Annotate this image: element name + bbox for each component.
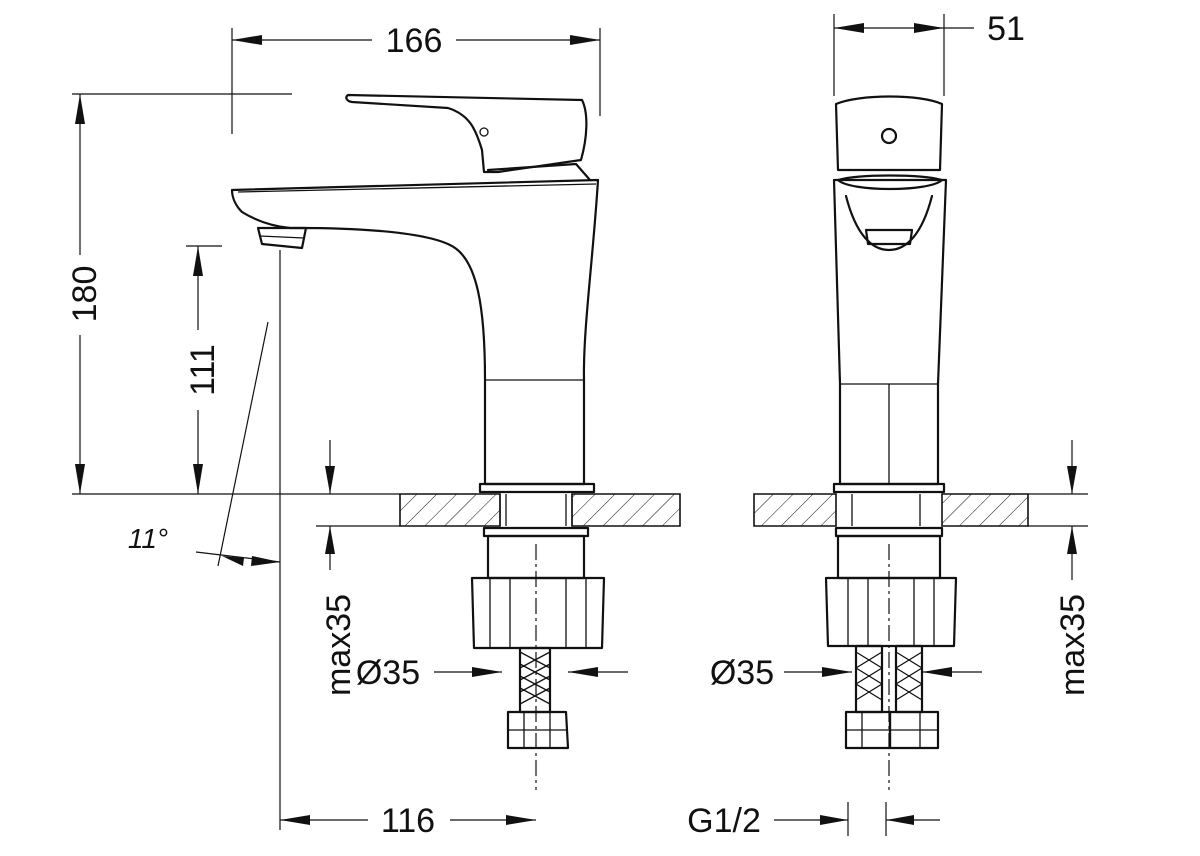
dim-mount-thickness-right: max35 — [1028, 440, 1092, 696]
faucet-body-front — [230, 178, 600, 486]
dim-label-dia35-right: Ø35 — [710, 654, 774, 692]
dim-spout-height: 111 — [184, 245, 222, 494]
countertop-section-left — [399, 493, 681, 527]
dim-total-width: 166 — [231, 22, 601, 134]
dim-label-max35-right: max35 — [1054, 594, 1092, 696]
dim-mount-thickness-left: max35 — [316, 440, 400, 696]
dim-label-angle: 11° — [128, 523, 168, 554]
dim-label-111: 111 — [184, 344, 222, 396]
dim-label-51: 51 — [987, 10, 1025, 48]
dim-hole-diameter-left: Ø35 — [356, 654, 628, 692]
under-counter-front — [470, 526, 606, 750]
dim-total-height: 180 — [66, 93, 400, 495]
dim-hole-diameter-right: Ø35 — [710, 654, 982, 692]
dim-label-dia35-left: Ø35 — [356, 654, 420, 692]
dim-stream-angle: 11° — [128, 250, 281, 830]
aerator-front — [256, 226, 308, 250]
dim-label-g12: G1/2 — [687, 802, 761, 840]
front-view — [230, 93, 681, 790]
countertop-section-right — [753, 493, 1029, 527]
dim-spout-reach: 116 — [280, 802, 536, 840]
dim-label-180: 180 — [66, 266, 104, 323]
dim-label-116: 116 — [381, 802, 435, 840]
faucet-body-side — [832, 178, 948, 486]
lever-handle-front — [345, 93, 588, 174]
lever-handle-side — [834, 95, 944, 172]
dim-label-166: 166 — [386, 22, 443, 60]
side-view — [753, 95, 1029, 790]
dim-label-max35-left: max35 — [320, 594, 358, 696]
dim-body-depth: 51 — [833, 10, 1025, 96]
mounting-shank-left — [499, 494, 573, 526]
dim-connection-thread: G1/2 — [687, 802, 940, 840]
under-counter-side — [824, 526, 958, 750]
